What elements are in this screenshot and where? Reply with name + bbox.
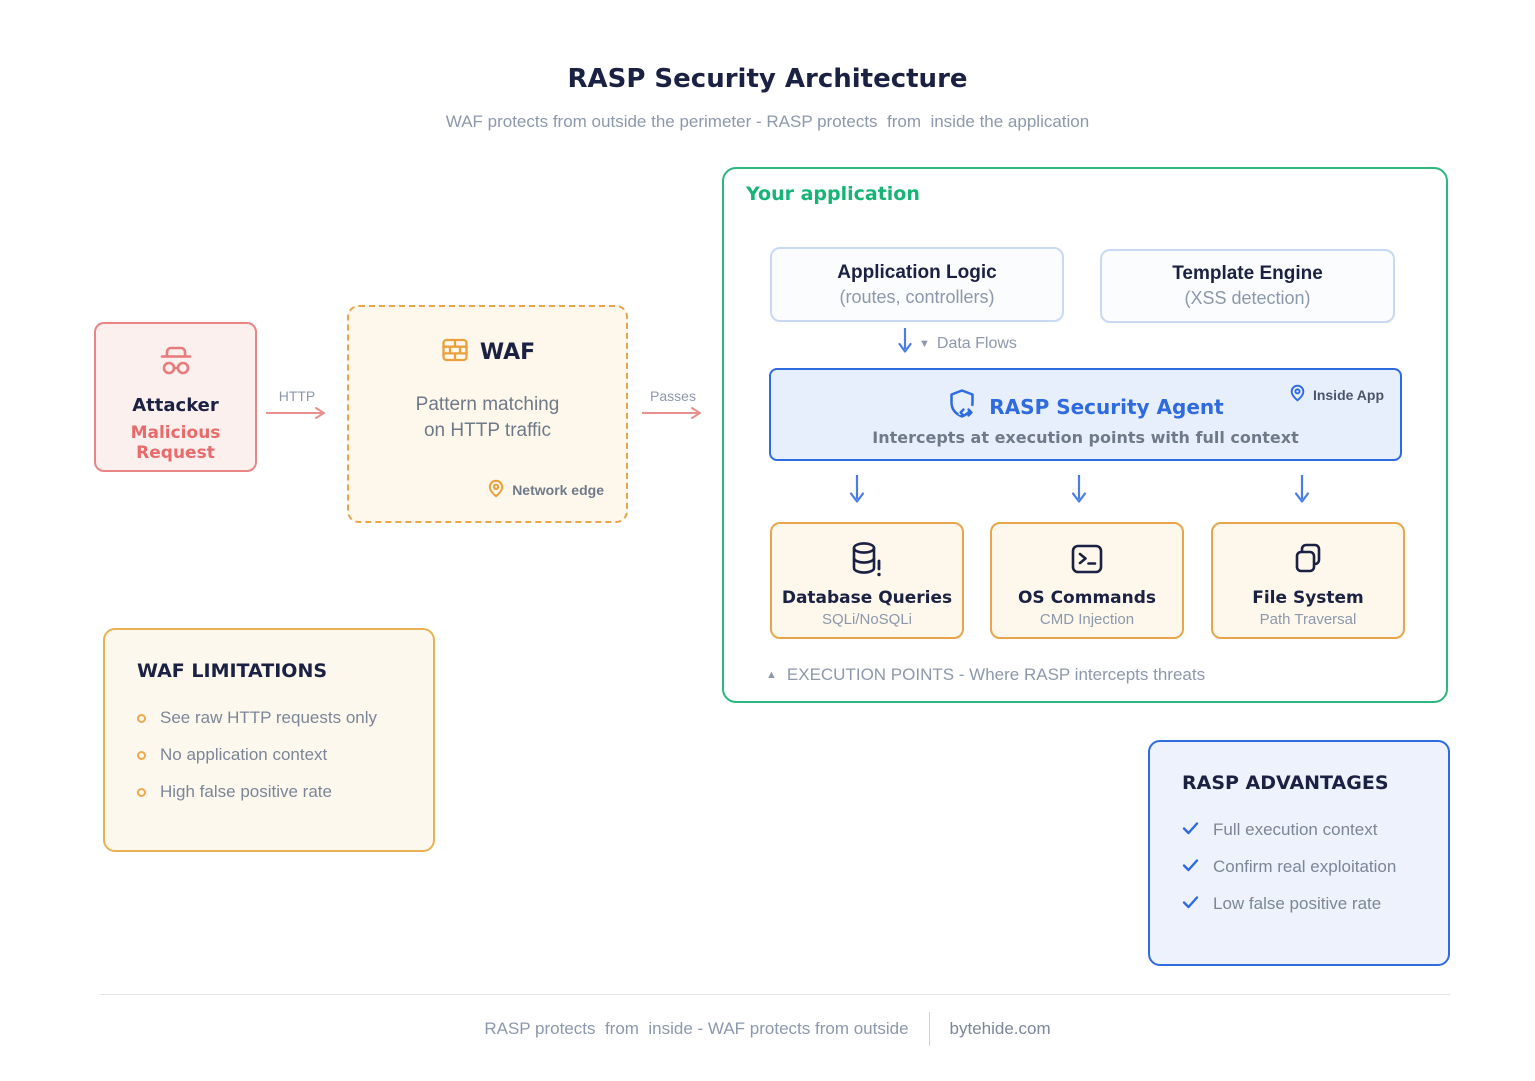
copy-files-icon — [1291, 538, 1325, 580]
bullet-circle-icon — [137, 787, 146, 797]
down-arrow-icon — [898, 327, 912, 360]
waf-description: Pattern matching on HTTP traffic — [415, 394, 560, 441]
your-application-title: Your application — [746, 183, 920, 205]
rasp-agent-description: Intercepts at execution points with full… — [872, 428, 1299, 447]
rasp-agent-title: RASP Security Agent — [989, 394, 1224, 419]
list-item: Confirm real exploitation — [1182, 857, 1416, 877]
data-flows-row: ▼ Data Flows — [898, 327, 1017, 360]
incognito-attacker-icon — [153, 344, 199, 383]
waf-limitation-text: No application context — [160, 745, 328, 764]
checkmark-icon — [1182, 894, 1199, 914]
footer: RASP protects from inside - WAF protects… — [0, 1012, 1535, 1046]
down-arrow-icon — [1294, 474, 1310, 511]
your-application-container: Your application Application Logic (rout… — [722, 167, 1448, 703]
terminal-icon — [1069, 538, 1105, 580]
footer-brand: bytehide.com — [949, 1019, 1051, 1038]
footer-separator — [928, 1012, 930, 1046]
execution-points-label-row: ▲ EXECUTION POINTS - Where RASP intercep… — [766, 665, 1205, 685]
template-engine-box: Template Engine (XSS detection) — [1100, 249, 1395, 323]
list-item: High false positive rate — [137, 782, 401, 802]
checkmark-icon — [1182, 857, 1199, 877]
bullet-circle-icon — [137, 713, 146, 723]
rasp-security-agent-box: RASP Security Agent Inside App Intercept… — [769, 368, 1402, 461]
rasp-advantage-text: Confirm real exploitation — [1213, 857, 1397, 876]
attacker-sublabel: Malicious Request — [130, 423, 221, 463]
http-arrow-label: HTTP — [278, 388, 316, 404]
down-arrow-icon — [1071, 474, 1087, 511]
rasp-advantage-text: Full execution context — [1213, 820, 1378, 839]
template-engine-title: Template Engine — [1172, 263, 1323, 284]
page-title: RASP Security Architecture — [567, 64, 968, 94]
data-flows-label: Data Flows — [936, 334, 1017, 352]
file-system-subtitle: Path Traversal — [1259, 611, 1357, 628]
shield-code-icon — [947, 388, 977, 425]
attacker-label: Attacker — [132, 395, 219, 416]
database-queries-box: Database Queries SQLi/NoSQLi — [770, 522, 964, 639]
application-logic-title: Application Logic — [837, 261, 997, 283]
execution-points-label: EXECUTION POINTS - Where RASP intercepts… — [786, 665, 1206, 684]
list-item: Full execution context — [1182, 820, 1416, 840]
footer-divider — [100, 994, 1450, 995]
list-item: Low false positive rate — [1182, 894, 1416, 914]
database-queries-title: Database Queries — [781, 588, 953, 608]
rasp-advantages-box: RASP ADVANTAGES Full execution context C… — [1148, 740, 1450, 966]
waf-limitation-text: High false positive rate — [160, 782, 332, 801]
waf-limitation-text: See raw HTTP requests only — [160, 708, 377, 727]
os-commands-subtitle: CMD Injection — [1039, 611, 1135, 628]
down-arrow-icon — [849, 474, 865, 511]
location-pin-icon — [487, 479, 505, 501]
brick-wall-icon — [440, 335, 470, 370]
http-arrow-group: HTTP — [264, 388, 330, 425]
waf-box: WAF Pattern matching on HTTP traffic Net… — [347, 305, 628, 523]
waf-title: WAF — [479, 340, 536, 365]
file-system-title: File System — [1252, 588, 1364, 608]
triangle-down-icon: ▼ — [919, 337, 930, 350]
application-logic-box: Application Logic (routes, controllers) — [770, 247, 1064, 322]
right-arrow-icon — [264, 406, 330, 425]
list-item: See raw HTTP requests only — [137, 708, 401, 728]
passes-arrow-label: Passes — [650, 388, 696, 404]
checkmark-icon — [1182, 820, 1199, 840]
attacker-box: Attacker Malicious Request — [94, 322, 257, 472]
location-pin-icon — [1289, 384, 1306, 405]
database-queries-subtitle: SQLi/NoSQLi — [821, 611, 913, 628]
rasp-advantages-title: RASP ADVANTAGES — [1182, 772, 1389, 794]
os-commands-box: OS Commands CMD Injection — [990, 522, 1184, 639]
footer-tagline: RASP protects from inside - WAF protects… — [484, 1019, 909, 1038]
list-item: No application context — [137, 745, 401, 765]
rasp-advantage-text: Low false positive rate — [1213, 894, 1382, 913]
database-alert-icon — [849, 538, 885, 580]
passes-arrow-group: Passes — [640, 388, 706, 425]
page-subtitle: WAF protects from outside the perimeter … — [445, 112, 1090, 131]
waf-limitations-box: WAF LIMITATIONS See raw HTTP requests on… — [103, 628, 435, 852]
application-logic-subtitle: (routes, controllers) — [839, 286, 995, 307]
waf-limitations-title: WAF LIMITATIONS — [137, 660, 328, 682]
waf-location-label: Network edge — [512, 482, 604, 498]
os-commands-title: OS Commands — [1017, 588, 1157, 608]
template-engine-subtitle: (XSS detection) — [1184, 288, 1311, 308]
file-system-box: File System Path Traversal — [1211, 522, 1405, 639]
right-arrow-icon — [640, 406, 706, 425]
inside-app-label: Inside App — [1312, 386, 1384, 403]
bullet-circle-icon — [137, 750, 146, 760]
triangle-up-icon: ▲ — [766, 669, 777, 681]
